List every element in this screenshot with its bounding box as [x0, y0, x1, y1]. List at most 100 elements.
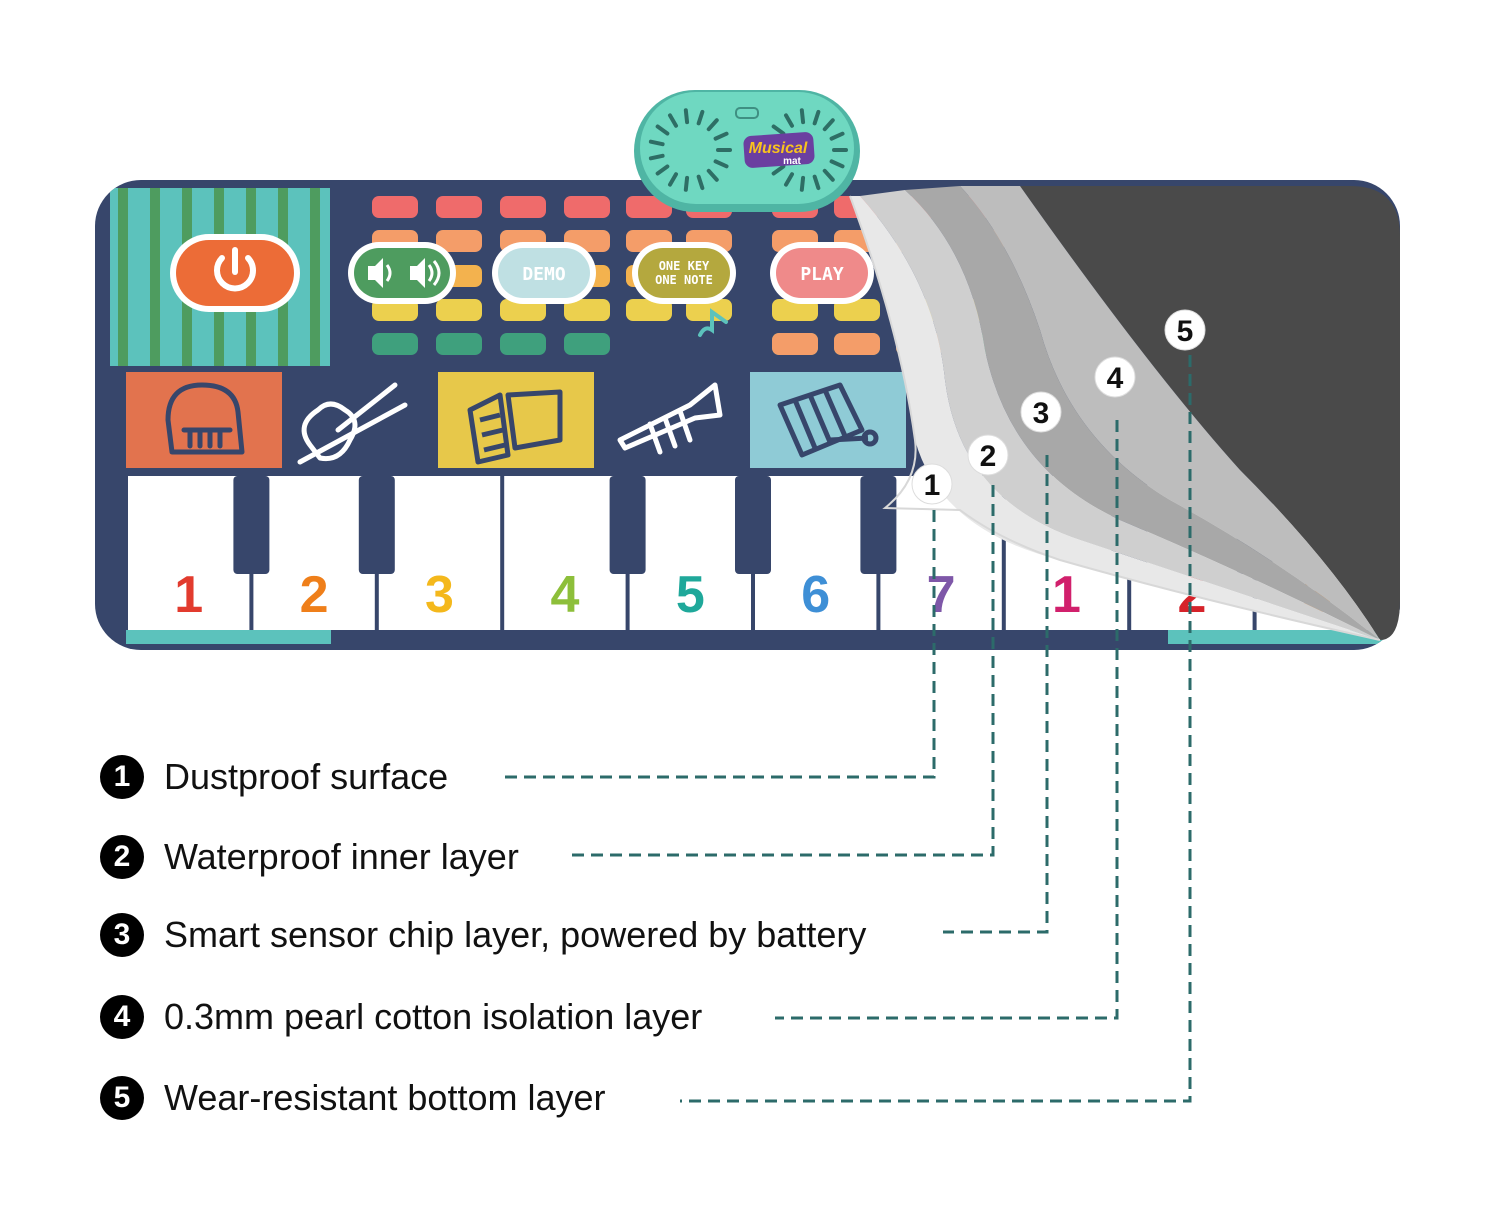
black-key[interactable]: [609, 476, 646, 574]
layer-marker-4: 4: [1094, 356, 1136, 398]
grill-slot: [799, 175, 806, 192]
leader-line-4: [775, 420, 1119, 1020]
trumpet-icon: [617, 382, 723, 455]
leader-line-1: [498, 510, 936, 779]
layer-marker-3: 3: [1020, 391, 1062, 433]
color-pad: [500, 196, 546, 218]
white-key[interactable]: [253, 476, 375, 630]
layer-marker-5: 5: [1164, 309, 1206, 351]
xylophone-icon: [777, 382, 879, 458]
grill-slot: [683, 108, 690, 125]
demo-label: DEMO: [522, 264, 566, 285]
color-pad: [436, 196, 482, 218]
demo-button[interactable]: DEMO: [492, 242, 596, 304]
power-button[interactable]: [170, 234, 300, 312]
legend-label-3: Smart sensor chip layer, powered by batt…: [164, 914, 867, 955]
layer-2-waterproof: [860, 190, 1380, 640]
grill-slot: [713, 159, 729, 169]
key-number: 7: [927, 566, 956, 624]
color-pad: [436, 230, 482, 252]
white-key[interactable]: [378, 476, 501, 630]
legend-item-1: 1 Dustproof surface: [100, 752, 1200, 802]
white-key[interactable]: [504, 476, 626, 630]
legend-item-3: 3 Smart sensor chip layer, powered by ba…: [100, 910, 1200, 960]
color-pad: [372, 333, 418, 355]
grill-slot: [784, 172, 794, 187]
key-number: 2: [300, 566, 329, 624]
key-number: 1: [174, 566, 203, 624]
grill-slot: [822, 118, 835, 132]
grill-slot: [812, 174, 821, 191]
svg-text:5: 5: [1177, 315, 1194, 348]
power-icon: [214, 255, 256, 292]
color-pad: [500, 299, 546, 321]
legend-number-5: 5: [100, 1076, 144, 1120]
color-pad: [626, 196, 672, 218]
grill-slot: [812, 109, 821, 126]
legend-label-4: 0.3mm pearl cotton isolation layer: [164, 996, 703, 1037]
color-pad: [372, 196, 418, 218]
svg-text:2: 2: [980, 440, 997, 473]
speaker-grill: [648, 108, 848, 192]
piano-icon: [165, 382, 245, 455]
color-pad: [834, 299, 880, 321]
violin-icon: [297, 382, 408, 465]
key-number: 1: [1052, 566, 1081, 624]
svg-text:3: 3: [1033, 397, 1050, 430]
grill-slot: [771, 124, 786, 136]
grill-slot: [655, 124, 670, 136]
grill-slot: [648, 139, 665, 147]
key-number: 5: [676, 566, 705, 624]
play-button[interactable]: PLAY: [770, 242, 874, 304]
volume-up-icon: [410, 258, 441, 288]
svg-text:4: 4: [1107, 362, 1124, 395]
color-pad: [564, 333, 610, 355]
legend-item-2: 2 Waterproof inner layer: [100, 832, 1200, 882]
layer-marker-1: 1: [911, 463, 953, 505]
white-key[interactable]: [629, 476, 751, 630]
legend-label-2: Waterproof inner layer: [164, 836, 519, 877]
legend-item-4: 4 0.3mm pearl cotton isolation layer: [100, 992, 1200, 1042]
legend-number-2: 2: [100, 835, 144, 879]
one-key-one-note-button[interactable]: ONE KEY ONE NOTE: [632, 242, 736, 304]
volume-down-icon: [368, 258, 392, 288]
accordion-icon: [467, 389, 563, 465]
layer-marker-2: 2: [967, 434, 1009, 476]
key-number: 6: [801, 566, 830, 624]
svg-text:1: 1: [924, 469, 941, 502]
color-pad: [564, 299, 610, 321]
instrument-tile-accordion[interactable]: [438, 372, 594, 468]
speaker-unit: Musical mat: [634, 90, 860, 212]
legend-item-5: 5 Wear-resistant bottom layer: [100, 1073, 1200, 1123]
leader-lines: [498, 355, 1192, 1103]
play-label: PLAY: [800, 264, 844, 285]
white-key[interactable]: [128, 476, 250, 630]
instrument-tile-trumpet[interactable]: [594, 372, 750, 468]
black-key[interactable]: [233, 476, 270, 574]
grill-slot: [696, 174, 705, 191]
grill-slot: [683, 175, 690, 192]
one-key-label-line1: ONE KEY: [659, 259, 710, 273]
music-note-icon: [698, 308, 728, 337]
color-pad: [626, 299, 672, 321]
grill-slot: [799, 108, 806, 125]
black-key[interactable]: [358, 476, 395, 574]
layer-3-sensor-chip: [905, 186, 1380, 640]
color-pad: [772, 333, 818, 355]
layer-4-pearl-cotton: [960, 186, 1380, 640]
grill-slot: [655, 164, 670, 176]
grill-slot: [829, 159, 845, 169]
white-key[interactable]: [755, 476, 877, 630]
volume-button[interactable]: [348, 242, 456, 304]
grill-slot: [706, 168, 719, 182]
peeled-layers: [849, 186, 1400, 641]
legend-number-4: 4: [100, 995, 144, 1039]
grill-slot: [822, 168, 835, 182]
color-pad: [834, 333, 880, 355]
black-key[interactable]: [735, 476, 771, 574]
black-key[interactable]: [860, 476, 897, 574]
grill-slot: [784, 113, 794, 128]
grill-slot: [696, 109, 705, 126]
grill-slot: [706, 118, 719, 132]
